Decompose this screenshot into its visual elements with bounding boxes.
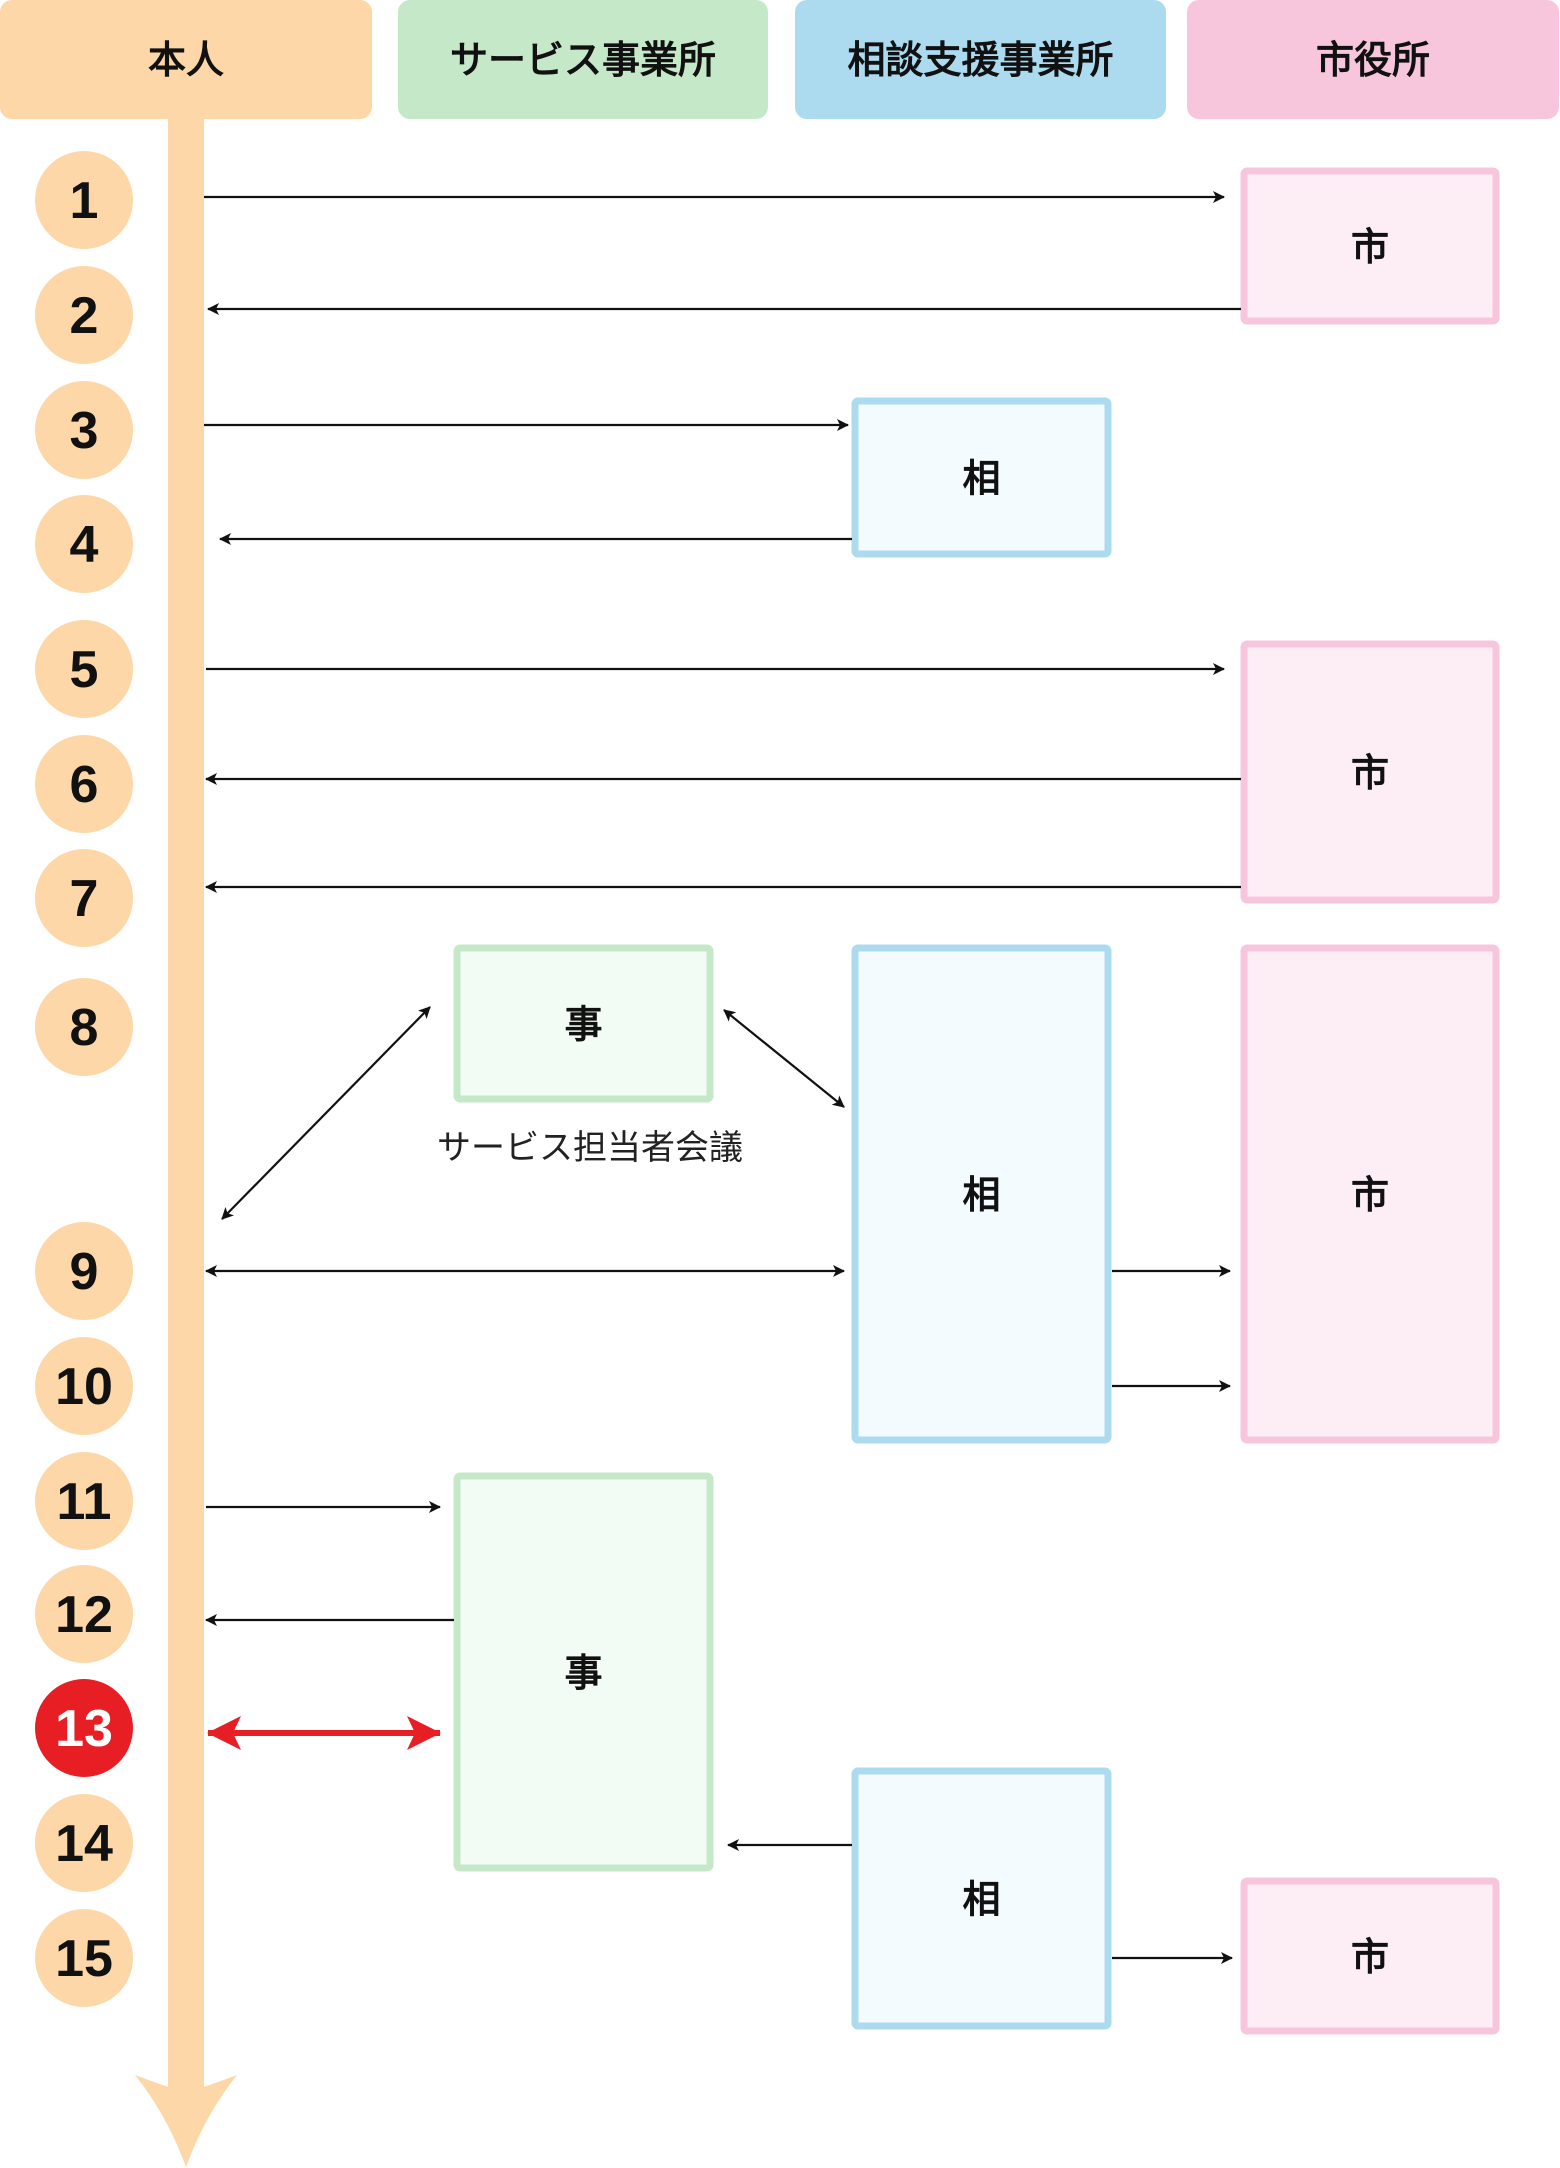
box-frame [851, 1767, 1112, 2030]
box-service: 事 [453, 1472, 714, 1872]
box-service: 事 [453, 944, 714, 1103]
lane-header-label: 相談支援事業所 [847, 38, 1113, 82]
step-marker-3: 3 [35, 381, 133, 479]
step-circle [35, 735, 133, 833]
box-label: 相 [962, 1173, 1000, 1217]
step-number: 3 [70, 402, 99, 460]
step-circle [35, 1452, 133, 1550]
step-marker-11: 11 [35, 1452, 133, 1550]
box-consult: 相 [851, 397, 1112, 558]
box-frame [1240, 944, 1500, 1444]
lane-headers: 本人 サービス事業所 相談支援事業所 市役所 [0, 0, 1559, 119]
step-marker-8: 8 [35, 978, 133, 1076]
box-label: 相 [962, 457, 1000, 501]
lane-header-consult: 相談支援事業所 [795, 0, 1166, 119]
step-number: 13 [55, 1700, 113, 1758]
box-label: 相 [962, 1878, 1000, 1922]
step-marker-13: 13 [35, 1679, 133, 1777]
box-frame [851, 397, 1112, 558]
step-number: 6 [70, 756, 99, 814]
step-number: 5 [70, 641, 99, 699]
lane-header-bg [795, 0, 1166, 119]
step-number: 11 [57, 1473, 112, 1531]
box-frame [1240, 167, 1500, 325]
timeline-arrowhead-icon [135, 2075, 237, 2167]
step-number: 9 [70, 1243, 99, 1301]
box-city: 市 [1240, 944, 1500, 1444]
step-marker-9: 9 [35, 1222, 133, 1320]
lane-header-label: 本人 [148, 38, 224, 82]
step-marker-6: 6 [35, 735, 133, 833]
box-label: 市 [1351, 1173, 1389, 1217]
step-marker-7: 7 [35, 849, 133, 947]
step-circle [35, 1222, 133, 1320]
step-circle [35, 1909, 133, 2007]
step-circle [35, 978, 133, 1076]
step-circle [35, 1794, 133, 1892]
step-number: 15 [55, 1930, 113, 1988]
step-marker-15: 15 [35, 1909, 133, 2007]
step-marker-12: 12 [35, 1565, 133, 1663]
step-number: 14 [55, 1815, 113, 1873]
box-label: 市 [1351, 751, 1389, 795]
box-label: 事 [564, 1651, 602, 1695]
step-number: 12 [55, 1586, 113, 1644]
step-circle [35, 151, 133, 249]
box-city: 市 [1240, 167, 1500, 325]
step-circle [35, 266, 133, 364]
step-circle [35, 381, 133, 479]
box-frame [453, 944, 714, 1103]
lane-header-service: サービス事業所 [398, 0, 768, 119]
arrow-step-8-person-to-service [221, 1006, 431, 1220]
step-number: 10 [55, 1358, 113, 1416]
step-number: 8 [70, 999, 99, 1057]
step-marker-10: 10 [35, 1337, 133, 1435]
box-label: 事 [564, 1003, 602, 1047]
box-label: 市 [1351, 225, 1389, 269]
actor-boxes: 市相市事相市事相市 [453, 167, 1500, 2035]
step-marker-5: 5 [35, 620, 133, 718]
lane-header-label: 市役所 [1316, 38, 1430, 82]
meeting-label: サービス担当者会議 [437, 1128, 743, 1168]
step-number: 2 [70, 287, 99, 345]
lane-header-bg [398, 0, 768, 119]
step-circle [35, 849, 133, 947]
lane-header-city: 市役所 [1187, 0, 1559, 119]
flow-arrows [204, 191, 1241, 1964]
box-city: 市 [1240, 640, 1500, 904]
step-number: 7 [70, 870, 99, 928]
box-frame [453, 1472, 714, 1872]
step-marker-4: 4 [35, 495, 133, 593]
lane-header-bg [1187, 0, 1559, 119]
step-circle [35, 1679, 133, 1777]
step-number: 4 [70, 516, 99, 574]
box-consult: 相 [851, 1767, 1112, 2030]
step-marker-2: 2 [35, 266, 133, 364]
lane-header-person: 本人 [0, 0, 372, 119]
step-circle [35, 1337, 133, 1435]
box-consult: 相 [851, 944, 1112, 1444]
box-label: 市 [1351, 1935, 1389, 1979]
box-frame [1240, 640, 1500, 904]
step-circle [35, 1565, 133, 1663]
arrow-step-8-service-to-consult [723, 1009, 845, 1108]
step-marker-14: 14 [35, 1794, 133, 1892]
timeline [135, 117, 237, 2167]
box-frame [851, 944, 1112, 1444]
step-circle [35, 495, 133, 593]
step-number: 1 [70, 172, 99, 230]
lane-header-label: サービス事業所 [450, 38, 716, 82]
box-city: 市 [1240, 1877, 1500, 2035]
step-marker-1: 1 [35, 151, 133, 249]
box-frame [1240, 1877, 1500, 2035]
step-circle [35, 620, 133, 718]
lane-header-bg [0, 0, 372, 119]
timeline-bar [168, 117, 204, 2092]
